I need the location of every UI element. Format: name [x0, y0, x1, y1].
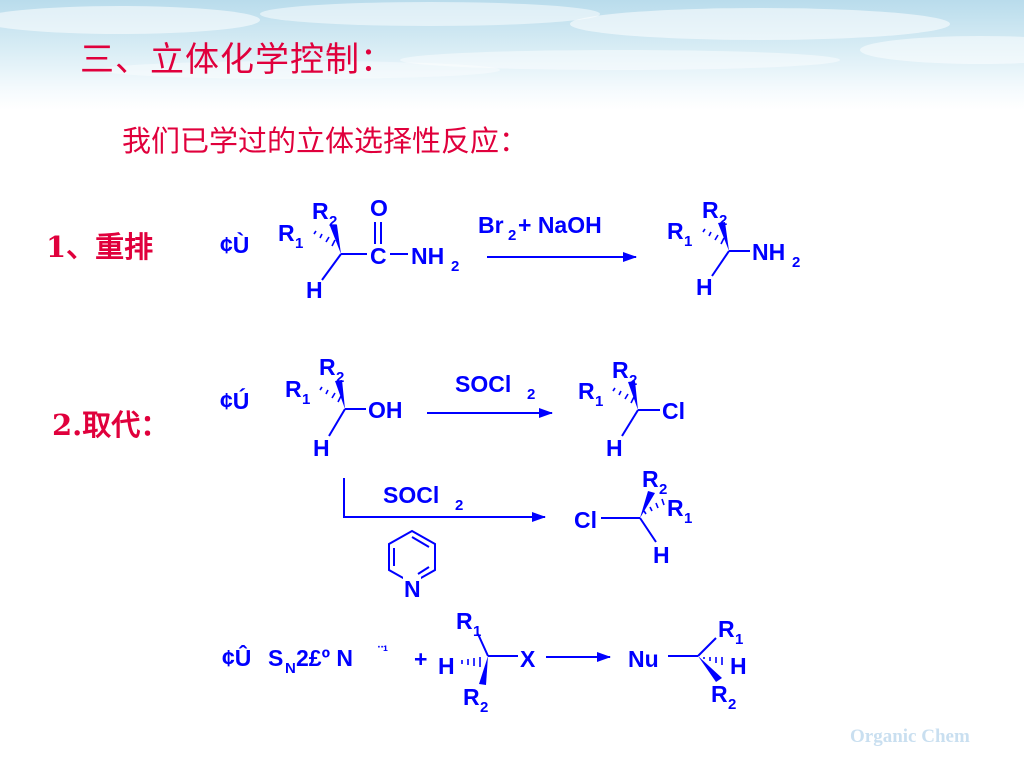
subscript: 2 — [508, 227, 516, 244]
atom-cl: Cl — [574, 507, 597, 533]
slide-subtitle: 我们已学过的立体选择性反应： — [122, 124, 529, 158]
atom-r: R — [711, 681, 728, 707]
reaction-2b-arrow: SOCl 2 — [343, 478, 546, 522]
atom-r: R — [702, 197, 719, 223]
reagent-br: Br — [478, 212, 504, 238]
atom-x: X — [520, 646, 536, 672]
subscript: 2 — [792, 254, 800, 271]
product-nu: Nu R 1 H R 2 — [628, 616, 747, 713]
subscript: 2 — [455, 497, 463, 514]
sn2-heading: ¢Û S N 2£º N ¨¹ + — [222, 643, 427, 677]
mark-3: ¢Û — [222, 644, 251, 671]
atom-r: R — [463, 684, 480, 710]
subscript: 2 — [659, 481, 667, 498]
atom-oh: OH — [368, 397, 403, 423]
atom-n: N — [404, 576, 421, 602]
reactant-substrate: R 1 H X R 2 — [438, 608, 536, 716]
reaction-1-rearrangement: ¢Ù R 2 R 1 O C NH 2 H — [220, 195, 800, 303]
subscript: 1 — [684, 510, 692, 527]
atom-r: R — [285, 376, 302, 402]
mark-1: ¢Ù — [220, 231, 249, 258]
reaction-1-arrow: Br 2 + NaOH — [478, 212, 637, 262]
atom-nh: NH — [411, 243, 444, 269]
product-amine: R 2 R 1 NH 2 H — [667, 197, 800, 300]
atom-c: C — [370, 243, 387, 269]
sn2-tail: 2£º N — [296, 645, 353, 671]
reagent-naoh: + NaOH — [518, 212, 602, 238]
subscript: 1 — [473, 623, 481, 640]
subscript: 2 — [336, 369, 344, 386]
atom-nh: NH — [752, 239, 785, 265]
product-chloride-inversion: R 2 R 1 Cl H — [574, 466, 692, 568]
reactant-amide: R 2 R 1 O C NH 2 H — [278, 195, 459, 303]
atom-r: R — [642, 466, 659, 492]
atom-h: H — [438, 653, 455, 679]
subscript: 2 — [480, 699, 488, 716]
subscript: 2 — [629, 372, 637, 389]
reaction-2a-arrow: SOCl 2 — [427, 371, 553, 418]
header-sky-background — [0, 0, 1024, 110]
mark-2: ¢Ú — [220, 387, 249, 414]
subscript: 2 — [728, 696, 736, 713]
sn2-superscript: ¨¹ — [378, 643, 388, 660]
reaction-3-sn2: ¢Û S N 2£º N ¨¹ + R 1 H X R 2 — [222, 608, 747, 716]
atom-r: R — [278, 220, 295, 246]
sn2-subscript-n: N — [285, 660, 296, 677]
atom-h: H — [306, 277, 323, 303]
atom-h: H — [696, 274, 713, 300]
atom-nu: Nu — [628, 646, 659, 672]
atom-r: R — [319, 354, 336, 380]
subscript: 2 — [329, 213, 337, 230]
reaction-2b-substitution: SOCl 2 N R 2 R 1 Cl H — [343, 466, 692, 602]
atom-r: R — [718, 616, 735, 642]
atom-r: R — [667, 495, 684, 521]
cloud-decoration — [0, 2, 1024, 79]
subscript: 2 — [719, 212, 727, 229]
sn2-s: S — [268, 645, 283, 671]
pyridine-ring: N — [388, 529, 436, 602]
atom-cl: Cl — [662, 398, 685, 424]
subscript: 1 — [302, 391, 310, 408]
atom-r: R — [456, 608, 473, 634]
subscript: 1 — [595, 393, 603, 410]
section-1-label: 1、重排 — [46, 230, 154, 264]
atom-r: R — [312, 198, 329, 224]
reagent-socl: SOCl — [383, 482, 439, 508]
reactant-alcohol: R 2 R 1 OH H — [285, 354, 403, 461]
atom-h: H — [730, 653, 747, 679]
slide-title: 三、立体化学控制： — [80, 40, 395, 80]
atom-r: R — [612, 357, 629, 383]
atom-h: H — [313, 435, 330, 461]
subscript: 1 — [684, 233, 692, 250]
atom-o: O — [370, 195, 388, 221]
atom-h: H — [653, 542, 670, 568]
reagent-socl: SOCl — [455, 371, 511, 397]
atom-h: H — [606, 435, 623, 461]
subscript: 2 — [527, 386, 535, 403]
atom-r: R — [667, 218, 684, 244]
subscript: 1 — [735, 631, 743, 648]
atom-r: R — [578, 378, 595, 404]
subscript: 2 — [451, 258, 459, 275]
plus-sign: + — [414, 646, 427, 672]
footer-watermark: Organic Chem — [850, 726, 970, 747]
reaction-2a-substitution: ¢Ú R 2 R 1 OH H SOCl 2 — [220, 354, 685, 461]
subscript: 1 — [295, 235, 303, 252]
section-2-label: 2.取代： — [52, 408, 170, 442]
product-chloride-retention: R 2 R 1 Cl H — [578, 357, 685, 461]
